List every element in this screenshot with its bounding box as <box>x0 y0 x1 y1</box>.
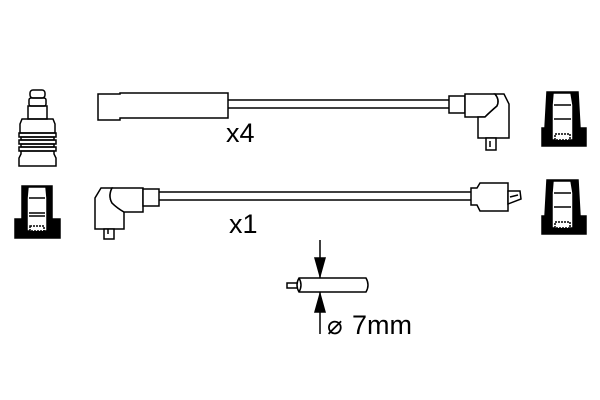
quantity-label-top: x4 <box>226 118 255 148</box>
cable-bottom <box>159 191 474 201</box>
angled-connector-icon <box>448 93 510 151</box>
straight-connector-icon <box>97 92 229 121</box>
spark-plug-boot-icon <box>541 91 587 147</box>
diameter-value: 7mm <box>352 310 412 340</box>
cable-cross-section-icon <box>286 277 369 293</box>
cable-top <box>228 99 450 109</box>
angled-connector-icon <box>94 187 160 240</box>
straight-connector-icon <box>470 182 522 212</box>
diameter-symbol: ⌀ <box>327 310 343 340</box>
dimension-arrows-icon <box>314 240 326 334</box>
quantity-label-bottom: x1 <box>229 209 258 239</box>
spark-plug-boot-icon <box>541 179 587 235</box>
spark-plug-boot-icon <box>14 185 61 239</box>
spark-plug-icon <box>18 89 57 167</box>
